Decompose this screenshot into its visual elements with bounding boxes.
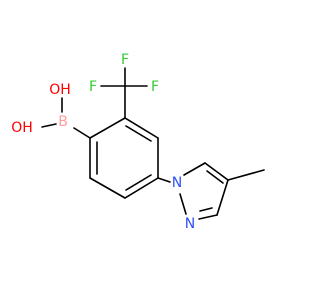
molecule-structure: F F F B OH OH N N: [11, 52, 265, 232]
hydroxyl-bottom-label: OH: [11, 120, 33, 136]
bond-c5-c6: [89, 177, 126, 199]
bond-b-oh-bottom: [41, 123, 57, 128]
double-bond-c2-c3: [125, 125, 152, 142]
bond-c3p-n2: [198, 214, 218, 220]
double-bond-c4-c5: [125, 174, 152, 191]
boron-label: B: [58, 114, 68, 130]
bond-c5-c4p: [204, 162, 229, 181]
bond-c4-c5: [124, 177, 159, 199]
bond-c4-n1: [157, 177, 171, 183]
bond-c4p-methyl: [227, 169, 265, 181]
bond-c4p-c3p: [216, 179, 229, 216]
hydroxyl-top-label: OH: [49, 82, 71, 98]
bond-n2-n1: [179, 193, 187, 215]
trifluoromethyl-group: F F F: [89, 52, 159, 119]
boronic-acid-group: B OH OH: [11, 82, 91, 139]
fluorine-left-label: F: [89, 79, 97, 95]
double-bond-c5-c4p: [206, 170, 224, 184]
methylpyrazole-group: N N: [157, 162, 265, 232]
nitrogen-2-label: N: [185, 216, 195, 232]
fluorine-right-label: F: [151, 79, 159, 95]
double-bond-c3p-n2: [199, 207, 213, 212]
bond-c2-c3: [124, 117, 159, 139]
benzene-ring: [89, 117, 159, 199]
bond-c1-c2: [89, 117, 126, 139]
bond-n1-c5: [183, 162, 206, 176]
fluorine-top-label: F: [121, 52, 129, 68]
nitrogen-1-label: N: [172, 175, 182, 191]
bond-c1-b: [73, 127, 91, 139]
